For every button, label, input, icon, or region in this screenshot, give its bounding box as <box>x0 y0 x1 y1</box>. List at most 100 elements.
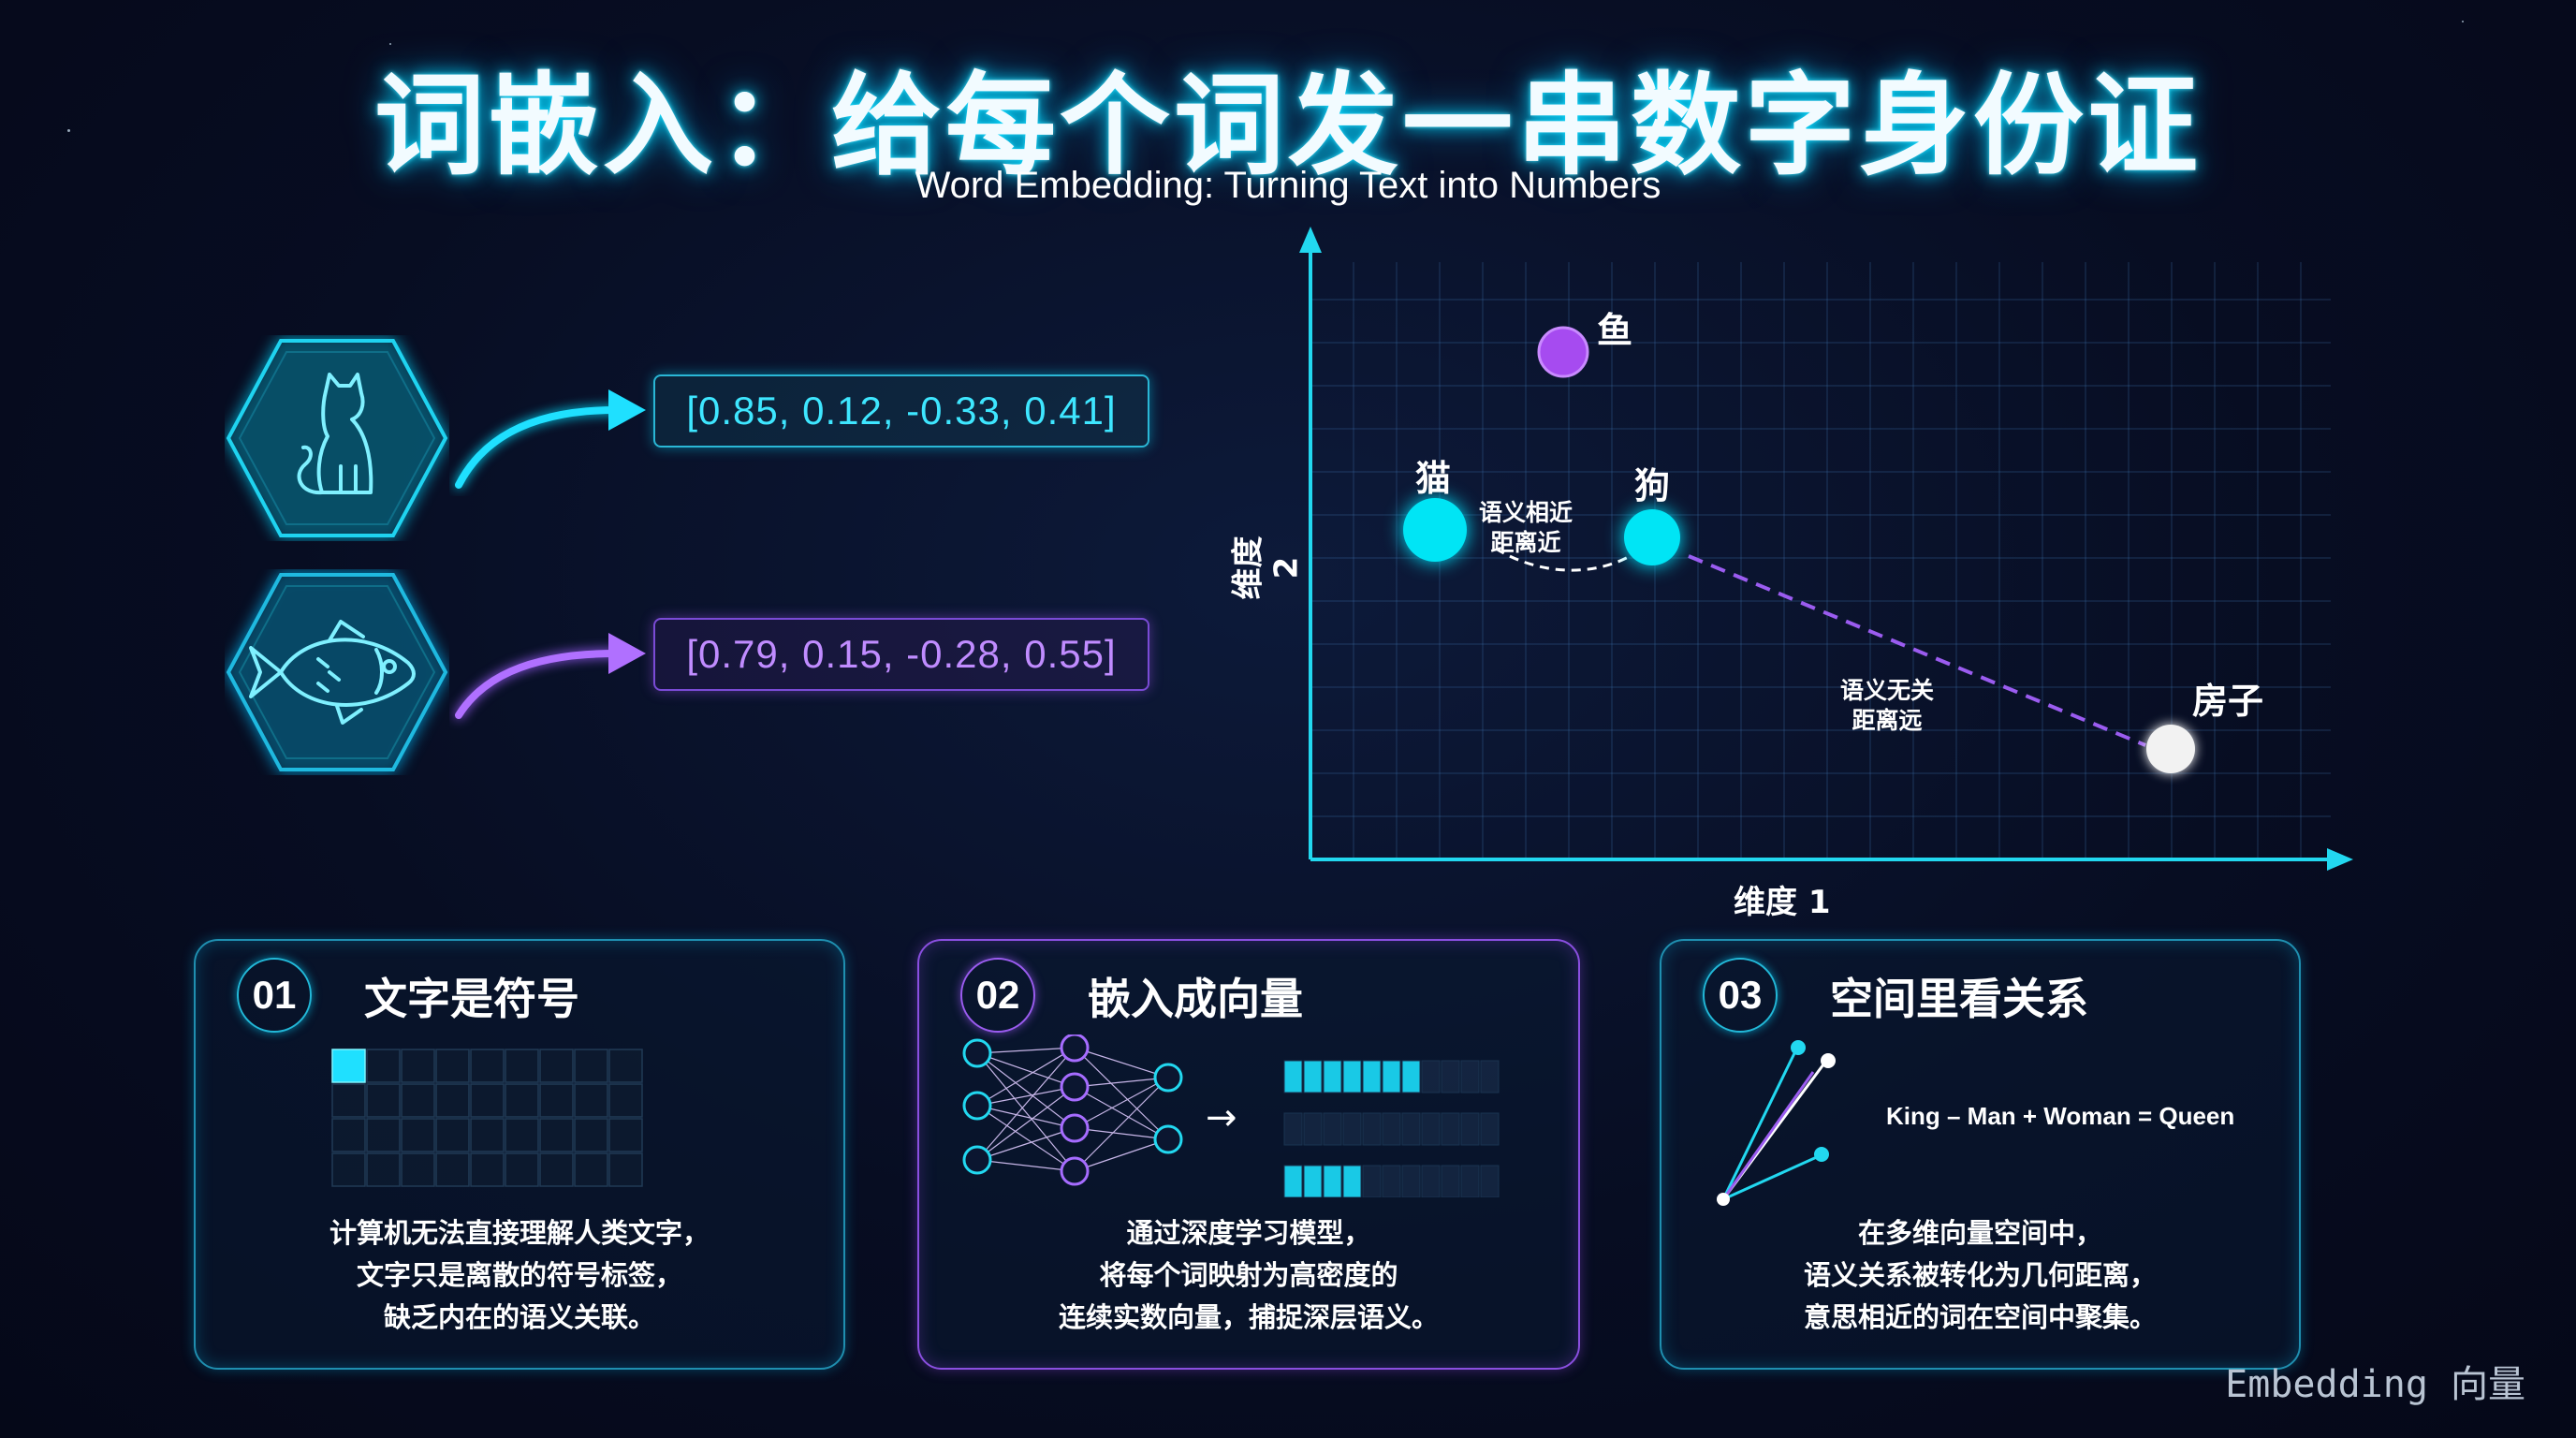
vector-bar-empty <box>1342 1112 1362 1146</box>
nn-edge <box>1074 1047 1169 1078</box>
nn-edge <box>976 1047 1076 1054</box>
one-hot-cell <box>435 1118 470 1152</box>
point-cat <box>1403 498 1467 562</box>
y-axis-label: 维度 2 <box>1229 536 1306 600</box>
nn-node <box>1060 1034 1090 1063</box>
x-axis-label: 维度 1 <box>1734 884 1831 921</box>
one-hot-cell <box>331 1118 366 1152</box>
nn-node <box>1060 1072 1090 1102</box>
nn-edge <box>1074 1138 1169 1172</box>
vector-bar-filled <box>1283 1165 1303 1197</box>
fish-icon <box>249 620 416 725</box>
vector-bar-filled <box>1323 1165 1342 1197</box>
one-hot-grid <box>331 1049 643 1187</box>
card-body: 在多维向量空间中， 语义关系被转化为几何距离， 意思相近的词在空间中聚集。 <box>1803 1217 2157 1333</box>
note-near: 语义相近 距离近 <box>1479 499 1573 556</box>
card-number: 01 <box>237 958 312 1033</box>
one-hot-cell <box>505 1083 539 1118</box>
vector-bar-empty <box>1382 1112 1401 1146</box>
neural-network-diagram <box>962 1034 1183 1186</box>
arrow-fish-to-vector <box>455 633 646 719</box>
vector-bar-empty <box>1460 1112 1480 1146</box>
vector-bar-empty <box>1480 1060 1500 1093</box>
vector-bar-filled <box>1342 1060 1362 1093</box>
one-hot-active-cell <box>331 1049 366 1083</box>
one-hot-cell <box>401 1118 435 1152</box>
vector-bar-empty <box>1421 1060 1441 1093</box>
vector-bar-empty <box>1441 1165 1460 1197</box>
nn-edge <box>1074 1077 1169 1172</box>
label-cat: 猫 <box>1415 458 1452 499</box>
one-hot-cell <box>470 1049 505 1083</box>
vector-bar-filled <box>1303 1165 1323 1197</box>
nn-node <box>962 1038 992 1068</box>
one-hot-cell <box>366 1049 401 1083</box>
card-body: 通过深度学习模型， 将每个词映射为高密度的 连续实数向量，捕捉深层语义。 <box>1058 1217 1439 1333</box>
one-hot-cell <box>401 1083 435 1118</box>
nn-edge <box>1074 1047 1169 1140</box>
note-far: 语义无关 距离远 <box>1840 677 1935 734</box>
card-title: 空间里看关系 <box>1830 974 2088 1024</box>
card-body: 计算机无法直接理解人类文字， 文字只是离散的符号标签， 缺乏内在的语义关联。 <box>329 1217 710 1333</box>
one-hot-cell <box>608 1083 643 1118</box>
fish-hex-badge <box>226 573 448 771</box>
fish-vector: [0.79, 0.15, -0.28, 0.55] <box>653 618 1149 691</box>
point-fish <box>1537 326 1589 378</box>
one-hot-cell <box>539 1118 574 1152</box>
card-number: 03 <box>1703 958 1778 1033</box>
one-hot-cell <box>539 1049 574 1083</box>
one-hot-cell <box>401 1049 435 1083</box>
vector-bar-empty <box>1362 1165 1382 1197</box>
nn-node <box>1153 1124 1183 1154</box>
point-house <box>2146 725 2195 773</box>
label-dog: 狗 <box>1634 465 1671 506</box>
vector-bar-empty <box>1441 1060 1460 1093</box>
vector-arithmetic-diagram <box>1717 1040 1836 1206</box>
one-hot-cell <box>435 1152 470 1187</box>
vector-bar-filled <box>1382 1060 1401 1093</box>
nn-edge <box>976 1105 1076 1129</box>
dense-vector-bars <box>1283 1060 1500 1197</box>
one-hot-cell <box>331 1152 366 1187</box>
main-title: 词嵌入：给每个词发一串数字身份证 <box>373 61 2202 190</box>
one-hot-cell <box>470 1152 505 1187</box>
one-hot-cell <box>435 1049 470 1083</box>
vector-bar-filled <box>1283 1060 1303 1093</box>
analogy-formula: King – Man + Woman = Queen <box>1886 1102 2235 1130</box>
one-hot-cell <box>435 1083 470 1118</box>
nn-node <box>962 1091 992 1121</box>
vector-bar-empty <box>1283 1112 1303 1146</box>
vector-bar-empty <box>1362 1112 1382 1146</box>
nn-node <box>1060 1113 1090 1143</box>
arrow-right-icon: → <box>1206 1096 1237 1139</box>
embedding-scatter-chart <box>1299 227 2353 871</box>
vector-bar-empty <box>1382 1165 1401 1197</box>
vector-bar-empty <box>1441 1112 1460 1146</box>
vector-bar-empty <box>1421 1165 1441 1197</box>
vector-bar-filled <box>1362 1060 1382 1093</box>
vector-bar-empty <box>1480 1112 1500 1146</box>
card-text-is-symbol: 01 文字是符号 计算机无法直接理解人类文字， 文字只是离散的符号标签， 缺乏内… <box>194 939 845 1370</box>
label-house: 房子 <box>2192 681 2264 722</box>
nn-edge <box>976 1086 1076 1107</box>
one-hot-cell <box>608 1118 643 1152</box>
nn-edge <box>1074 1077 1169 1129</box>
nn-edge <box>976 1052 1076 1129</box>
card-number: 02 <box>960 958 1035 1033</box>
point-dog <box>1624 509 1680 565</box>
one-hot-cell <box>401 1152 435 1187</box>
subtitle: Word Embedding: Turning Text into Number… <box>915 165 1661 206</box>
y-axis-arrowhead <box>1299 227 1322 253</box>
card-title: 嵌入成向量 <box>1088 974 1303 1024</box>
far-connector <box>1688 554 2146 747</box>
label-fish: 鱼 <box>1597 310 1633 351</box>
one-hot-cell <box>574 1049 608 1083</box>
one-hot-cell <box>366 1152 401 1187</box>
nn-edge <box>976 1052 1076 1172</box>
one-hot-cell <box>470 1118 505 1152</box>
one-hot-cell <box>574 1083 608 1118</box>
vector-bar-empty <box>1421 1112 1441 1146</box>
vector-bar-empty <box>1401 1165 1421 1197</box>
nn-edge <box>976 1047 1076 1161</box>
vector-bar-filled <box>1303 1060 1323 1093</box>
